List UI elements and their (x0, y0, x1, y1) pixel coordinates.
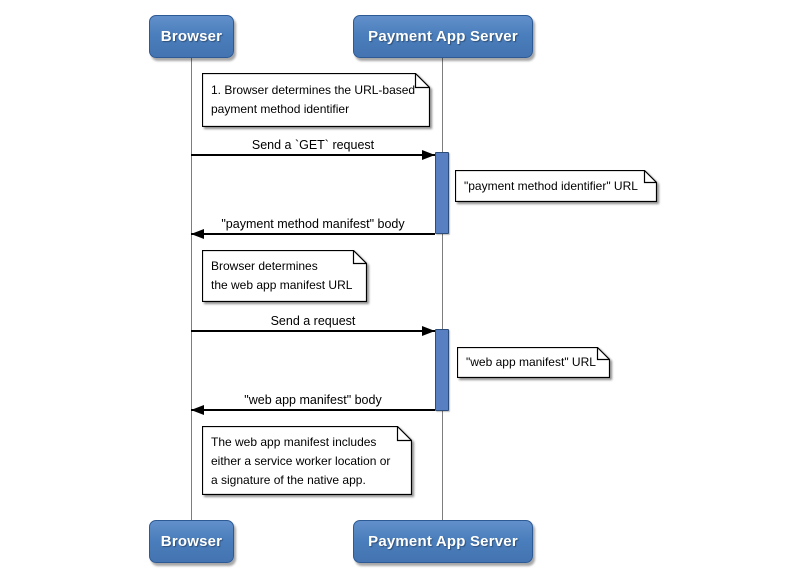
arrowhead-left-icon (191, 405, 204, 415)
message-payment-method-manifest-body: "payment method manifest" body (191, 213, 435, 239)
message-web-app-manifest-body: "web app manifest" body (191, 389, 435, 415)
activation-bar-2 (435, 329, 449, 411)
actor-label: Payment App Server (368, 28, 518, 45)
message-send-get-request: Send a `GET` request (191, 134, 435, 160)
arrowhead-right-icon (422, 150, 435, 160)
note-web-app-manifest-contents: The web app manifest includes either a s… (202, 426, 412, 495)
lifeline-browser (191, 58, 192, 521)
note-text: 1. Browser determines the URL-based paym… (211, 83, 416, 116)
arrowhead-left-icon (191, 229, 204, 239)
message-label: Send a `GET` request (251, 138, 375, 152)
lifeline-payment-app-server (442, 58, 443, 521)
note-shape-icon (202, 426, 412, 495)
note-browser-determines-web-app-manifest: Browser determines the web app manifest … (202, 250, 367, 302)
note-shape-icon (457, 347, 610, 378)
actor-label: Browser (160, 533, 223, 550)
actor-bottom-payment-app-server: Payment App Server (353, 520, 533, 563)
actor-top-browser: Browser (149, 15, 234, 58)
note-shape-icon (202, 250, 367, 302)
message-label: "payment method manifest" body (221, 217, 405, 231)
note-text: Browser determines the web app manifest … (211, 259, 353, 292)
note-shape-icon (202, 73, 430, 127)
note-web-app-manifest-url: "web app manifest" URL (457, 347, 610, 378)
actor-label: Browser (160, 28, 223, 45)
note-payment-method-identifier-url: "payment method identifier" URL (455, 170, 657, 202)
message-label: Send a request (270, 314, 356, 328)
arrowhead-right-icon (422, 326, 435, 336)
note-text: "payment method identifier" URL (464, 179, 638, 193)
note-text: The web app manifest includes either a s… (211, 435, 391, 487)
message-send-a-request: Send a request (191, 310, 435, 336)
note-payment-method-identifier-step: 1. Browser determines the URL-based paym… (202, 73, 430, 127)
note-text: "web app manifest" URL (466, 355, 596, 369)
message-label: "web app manifest" body (244, 393, 382, 407)
actor-label: Payment App Server (368, 533, 518, 550)
actor-top-payment-app-server: Payment App Server (353, 15, 533, 58)
activation-bar-1 (435, 152, 449, 234)
note-shape-icon (455, 170, 657, 202)
actor-bottom-browser: Browser (149, 520, 234, 563)
